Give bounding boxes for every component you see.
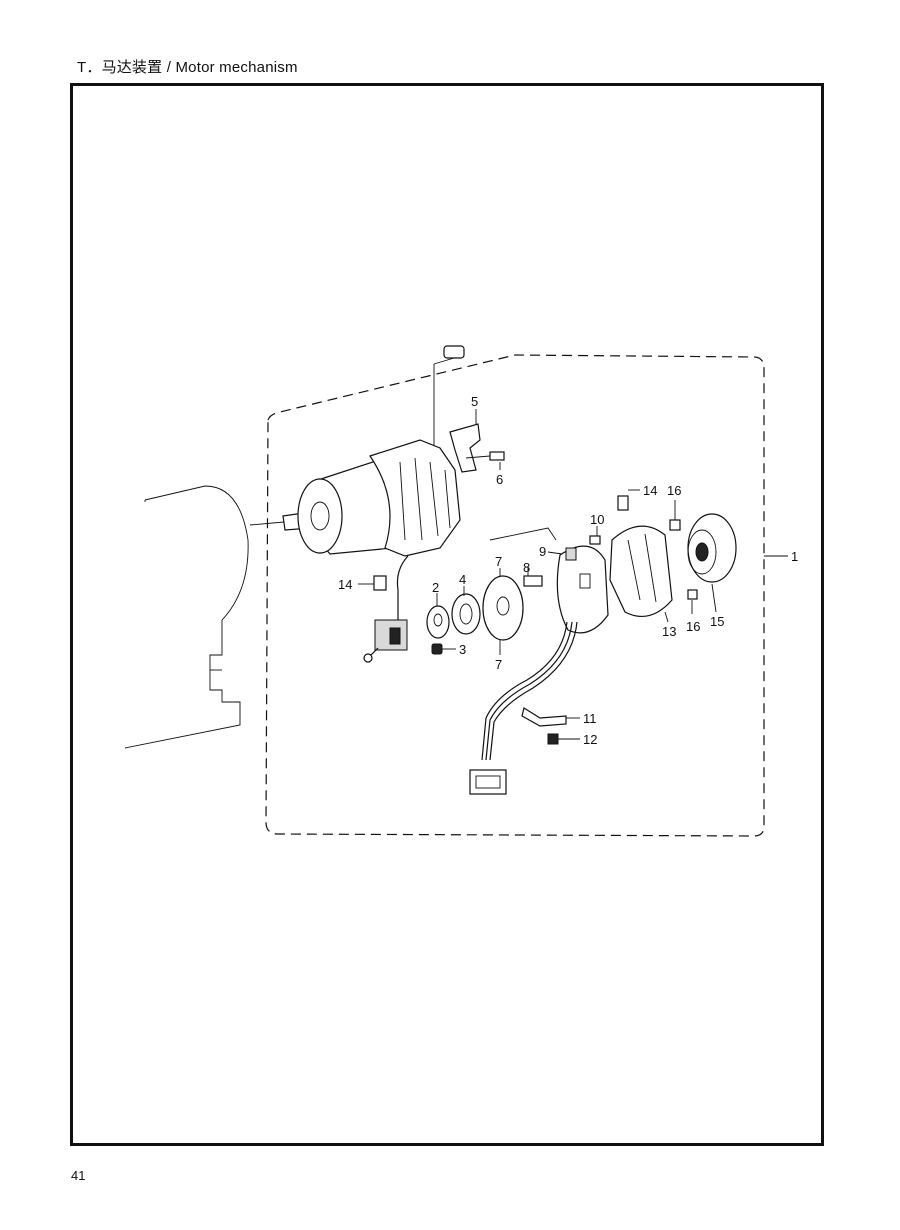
callout-10: 10: [590, 512, 604, 527]
callout-14-left: 14: [338, 577, 352, 592]
part-8-screw: [523, 566, 543, 587]
callout-13: 13: [662, 624, 676, 639]
callout-12: 12: [583, 732, 597, 747]
top-bolt: [433, 345, 465, 445]
callout-11: 11: [583, 711, 597, 726]
part-2-collar: [426, 593, 450, 639]
part-16-screw-upper: [669, 500, 681, 531]
part-6-screw: [465, 451, 505, 470]
part-16-screw-lower: [687, 589, 698, 614]
callout-7-upper: 7: [495, 554, 502, 569]
part-13-cover: [609, 525, 673, 623]
part-11-clamp: [521, 707, 580, 727]
part-10-screw: [589, 526, 601, 545]
callout-9: 9: [539, 544, 546, 559]
diagram-frame: [70, 83, 824, 1146]
callout-14-right: 14: [643, 483, 657, 498]
callout-7-lower: 7: [495, 657, 502, 672]
callout-2: 2: [432, 580, 439, 595]
page-title: T．马达装置 / Motor mechanism: [77, 59, 298, 76]
part-7-disc: [482, 568, 524, 655]
part-3-set-screw: [431, 643, 456, 655]
part-12-screw: [547, 733, 580, 745]
machine-body-outline: [124, 485, 249, 749]
callout-15: 15: [710, 614, 724, 629]
page-number: 41: [71, 1168, 86, 1183]
sensor-cable: [469, 621, 578, 795]
assembly-boundary: [265, 354, 765, 837]
callout-16-upper: 16: [667, 483, 681, 498]
sensor-plate: [489, 527, 609, 634]
callout-5: 5: [471, 394, 478, 409]
part-5-bracket: [449, 409, 481, 473]
motor: [249, 439, 461, 663]
callout-8: 8: [523, 560, 530, 575]
part-14-screw-right: [617, 489, 640, 511]
part-14-screw-left: [358, 575, 387, 591]
part-4-hub: [451, 586, 481, 635]
callout-6: 6: [496, 472, 503, 487]
part-15-pulley: [687, 513, 737, 613]
callout-3: 3: [459, 642, 466, 657]
callout-4: 4: [459, 572, 466, 587]
callout-1: 1: [791, 549, 798, 564]
callout-16-lower: 16: [686, 619, 700, 634]
